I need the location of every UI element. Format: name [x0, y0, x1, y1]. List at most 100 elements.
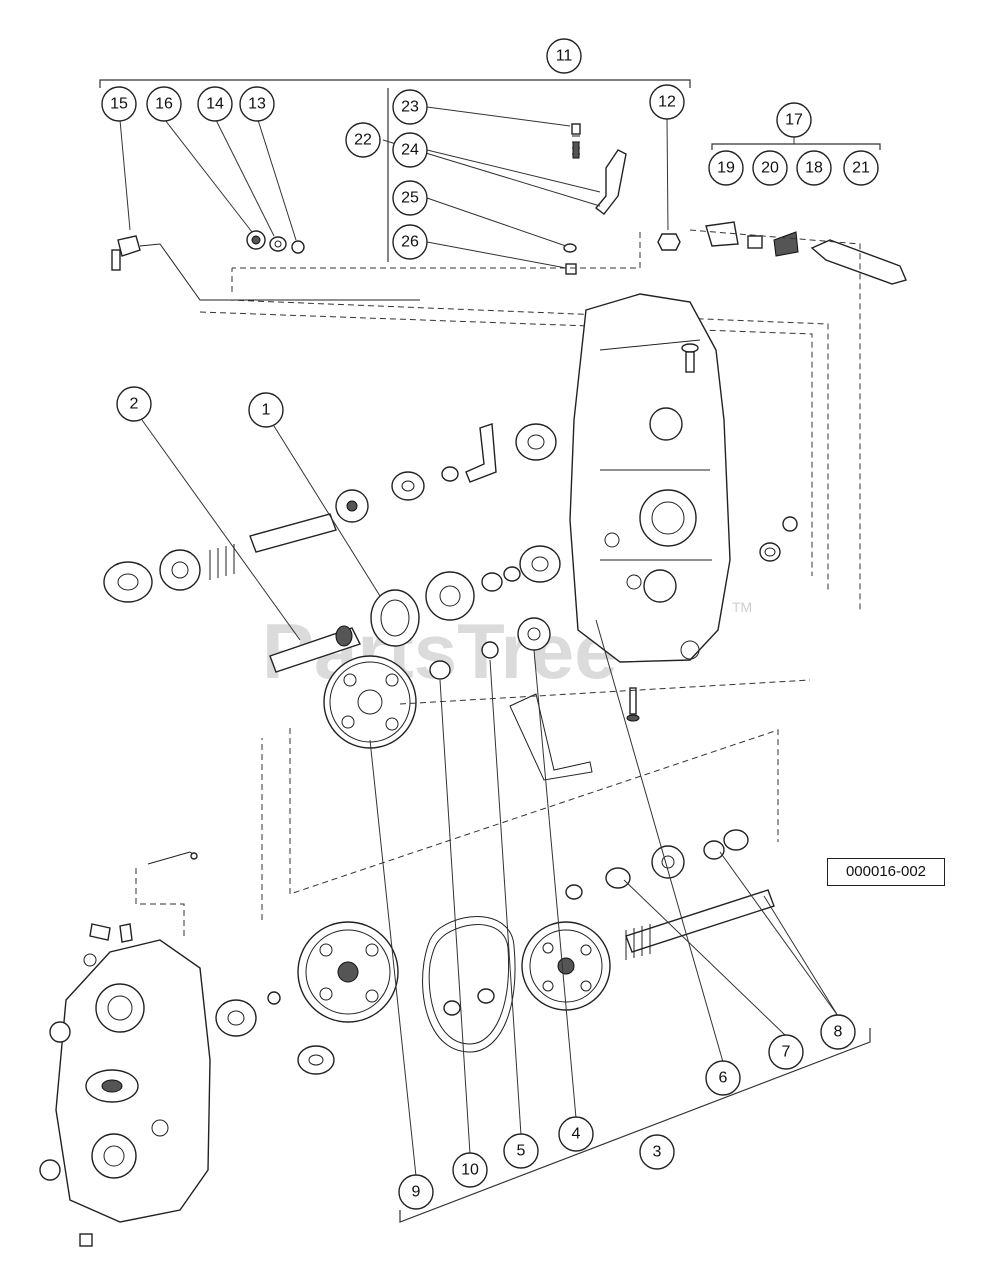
svg-text:19: 19: [717, 160, 735, 177]
part-shift-fork-lower: [509, 693, 593, 781]
callout-21: 21: [843, 150, 879, 186]
part-housing-right: [569, 293, 731, 663]
part-large-gear-left: [297, 921, 399, 1023]
svg-text:3: 3: [653, 1144, 662, 1161]
bracket-group-11: [99, 79, 691, 262]
callout-1: 1: [248, 392, 284, 428]
callout-6: 6: [705, 1060, 741, 1096]
callout-11: 11: [546, 38, 582, 74]
part-main-shaft-upper: [249, 513, 337, 553]
svg-text:21: 21: [852, 160, 870, 177]
part-nut-12: [657, 233, 681, 251]
svg-text:15: 15: [110, 96, 128, 113]
part-washer-6: [605, 867, 631, 889]
callout-18: 18: [796, 150, 832, 186]
callout-10: 10: [452, 1152, 488, 1188]
part-housing-left: [55, 939, 211, 1223]
part-bearing-4: [517, 617, 551, 651]
part-shift-key: [465, 423, 497, 483]
callout-23: 23: [392, 89, 428, 125]
svg-text:10: 10: [461, 1162, 479, 1179]
svg-text:20: 20: [761, 160, 779, 177]
part-seal-16: [246, 230, 266, 250]
part-collar-upper: [391, 471, 425, 501]
part-sleeve-1: [370, 589, 420, 647]
callout-12: 12: [649, 84, 685, 120]
svg-text:2: 2: [130, 396, 139, 413]
svg-text:1: 1: [262, 402, 271, 419]
part-washer-upper: [335, 489, 369, 523]
svg-text:9: 9: [412, 1184, 421, 1201]
part-shaft-2: [269, 625, 361, 673]
part-spring-upper: [209, 544, 235, 580]
svg-text:18: 18: [805, 160, 823, 177]
svg-text:25: 25: [401, 190, 419, 207]
callout-20: 20: [752, 150, 788, 186]
svg-text:14: 14: [206, 96, 224, 113]
part-small-washer-upper: [441, 466, 459, 482]
callout-26: 26: [392, 224, 428, 260]
callout-19: 19: [708, 150, 744, 186]
svg-text:8: 8: [834, 1024, 843, 1041]
part-bearing-upper: [515, 423, 557, 461]
part-bearing-left: [103, 561, 153, 603]
svg-text:4: 4: [572, 1126, 581, 1143]
part-bolt-bottom: [626, 687, 640, 722]
svg-text:7: 7: [782, 1044, 791, 1061]
callout-13: 13: [239, 86, 275, 122]
callout-5: 5: [503, 1133, 539, 1169]
part-ball-25: [563, 243, 577, 253]
part-large-gear-lower: [521, 921, 611, 1011]
part-shift-fork-24: [594, 149, 627, 215]
callout-22: 22: [345, 122, 381, 158]
svg-text:23: 23: [401, 99, 419, 116]
svg-text:5: 5: [517, 1143, 526, 1160]
callout-4: 4: [558, 1116, 594, 1152]
callout-7: 7: [768, 1034, 804, 1070]
part-small-washers-lower: [443, 884, 583, 1016]
part-screw-23: [571, 123, 581, 159]
reference-code-label: 000016-002: [827, 858, 945, 886]
part-plug-right: [759, 516, 798, 562]
part-collar-5: [481, 641, 499, 659]
part-chain-loop: [422, 915, 516, 1053]
part-washer-10: [429, 660, 451, 680]
part-gear-small-upper: [159, 549, 201, 591]
watermark-trademark: TM: [732, 599, 752, 615]
svg-text:11: 11: [556, 48, 573, 65]
part-oring-13: [291, 240, 305, 254]
part-bearing-mid: [519, 545, 561, 583]
callout-3: 3: [639, 1134, 675, 1170]
callout-16: 16: [146, 86, 182, 122]
part-large-gear-9: [323, 655, 417, 749]
svg-text:12: 12: [658, 94, 676, 111]
callout-25: 25: [392, 180, 428, 216]
part-bushing-8: [703, 829, 749, 860]
callout-8: 8: [820, 1014, 856, 1050]
svg-text:16: 16: [155, 96, 173, 113]
part-gear-7: [651, 845, 685, 879]
svg-text:13: 13: [248, 96, 266, 113]
part-washer-14: [269, 236, 287, 252]
part-shift-lever-15: [111, 235, 420, 301]
part-bolt-top: [681, 343, 699, 373]
part-gear-helical: [425, 571, 475, 621]
bracket-group-3: [399, 1028, 871, 1223]
part-lower-shaft: [625, 889, 775, 960]
callout-9: 9: [398, 1174, 434, 1210]
part-washer-mid: [481, 566, 521, 592]
part-dipstick: [135, 851, 198, 940]
part-seals-left: [39, 923, 133, 1247]
svg-text:17: 17: [785, 112, 803, 129]
bracket-group-17: [711, 143, 881, 150]
svg-text:24: 24: [401, 142, 419, 159]
part-shift-rod-assembly-17: [705, 221, 907, 285]
svg-text:22: 22: [354, 132, 372, 149]
part-bearing-lower-left: [215, 991, 335, 1075]
svg-text:26: 26: [401, 234, 419, 251]
svg-text:6: 6: [719, 1070, 728, 1087]
callout-15: 15: [101, 86, 137, 122]
callout-24: 24: [392, 132, 428, 168]
